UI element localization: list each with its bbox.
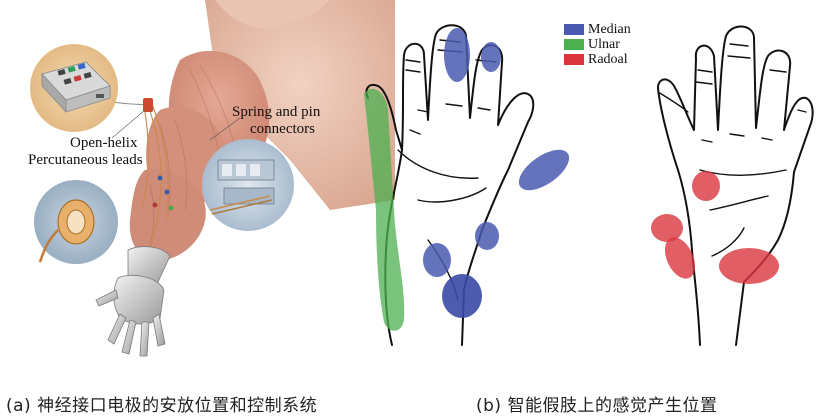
sensation-map-panel: Median Ulnar Radoal [358, 0, 821, 380]
label-open-helix: Open-helix [70, 135, 137, 151]
caption-a: (a) 神经接口电极的安放位置和控制系统 [6, 391, 317, 416]
median-region-index-tip [444, 28, 470, 82]
radial-region-thumb [651, 214, 683, 242]
label-percutaneous-leads: Percutaneous leads [28, 152, 143, 168]
median-region-palm-left [423, 243, 451, 277]
legend-item-radial: Radoal [564, 52, 631, 67]
ulnar-region [364, 89, 404, 331]
median-region-middle-tip [481, 42, 501, 72]
label-spring-pin: Spring and pin [232, 104, 320, 120]
legend-label-ulnar: Ulnar [588, 37, 620, 53]
connector-cable [112, 102, 148, 105]
radial-region-upper [692, 171, 720, 201]
connector-inset [202, 139, 294, 231]
right-hand-regions [651, 171, 779, 284]
neural-interface-illustration: Open-helix Percutaneous leads Spring and… [0, 0, 395, 380]
arm-illustration [0, 0, 395, 380]
legend-label-median: Median [588, 22, 631, 38]
legend-label-radial: Radoal [588, 52, 628, 68]
lead-anchor [143, 98, 153, 112]
legend: Median Ulnar Radoal [564, 22, 631, 67]
median-region-palm-center [475, 222, 499, 250]
legend-swatch-ulnar [564, 39, 584, 50]
legend-item-ulnar: Ulnar [564, 37, 631, 52]
right-hand-outline [658, 26, 813, 345]
caption-b: (b) 智能假肢上的感觉产生位置 [476, 391, 717, 416]
radial-region-palm [719, 248, 779, 284]
legend-swatch-median [564, 24, 584, 35]
median-region-heel [442, 274, 482, 318]
legend-swatch-radial [564, 54, 584, 65]
median-region-thumb [512, 142, 576, 198]
legend-item-median: Median [564, 22, 631, 37]
label-connectors: connectors [250, 121, 315, 137]
